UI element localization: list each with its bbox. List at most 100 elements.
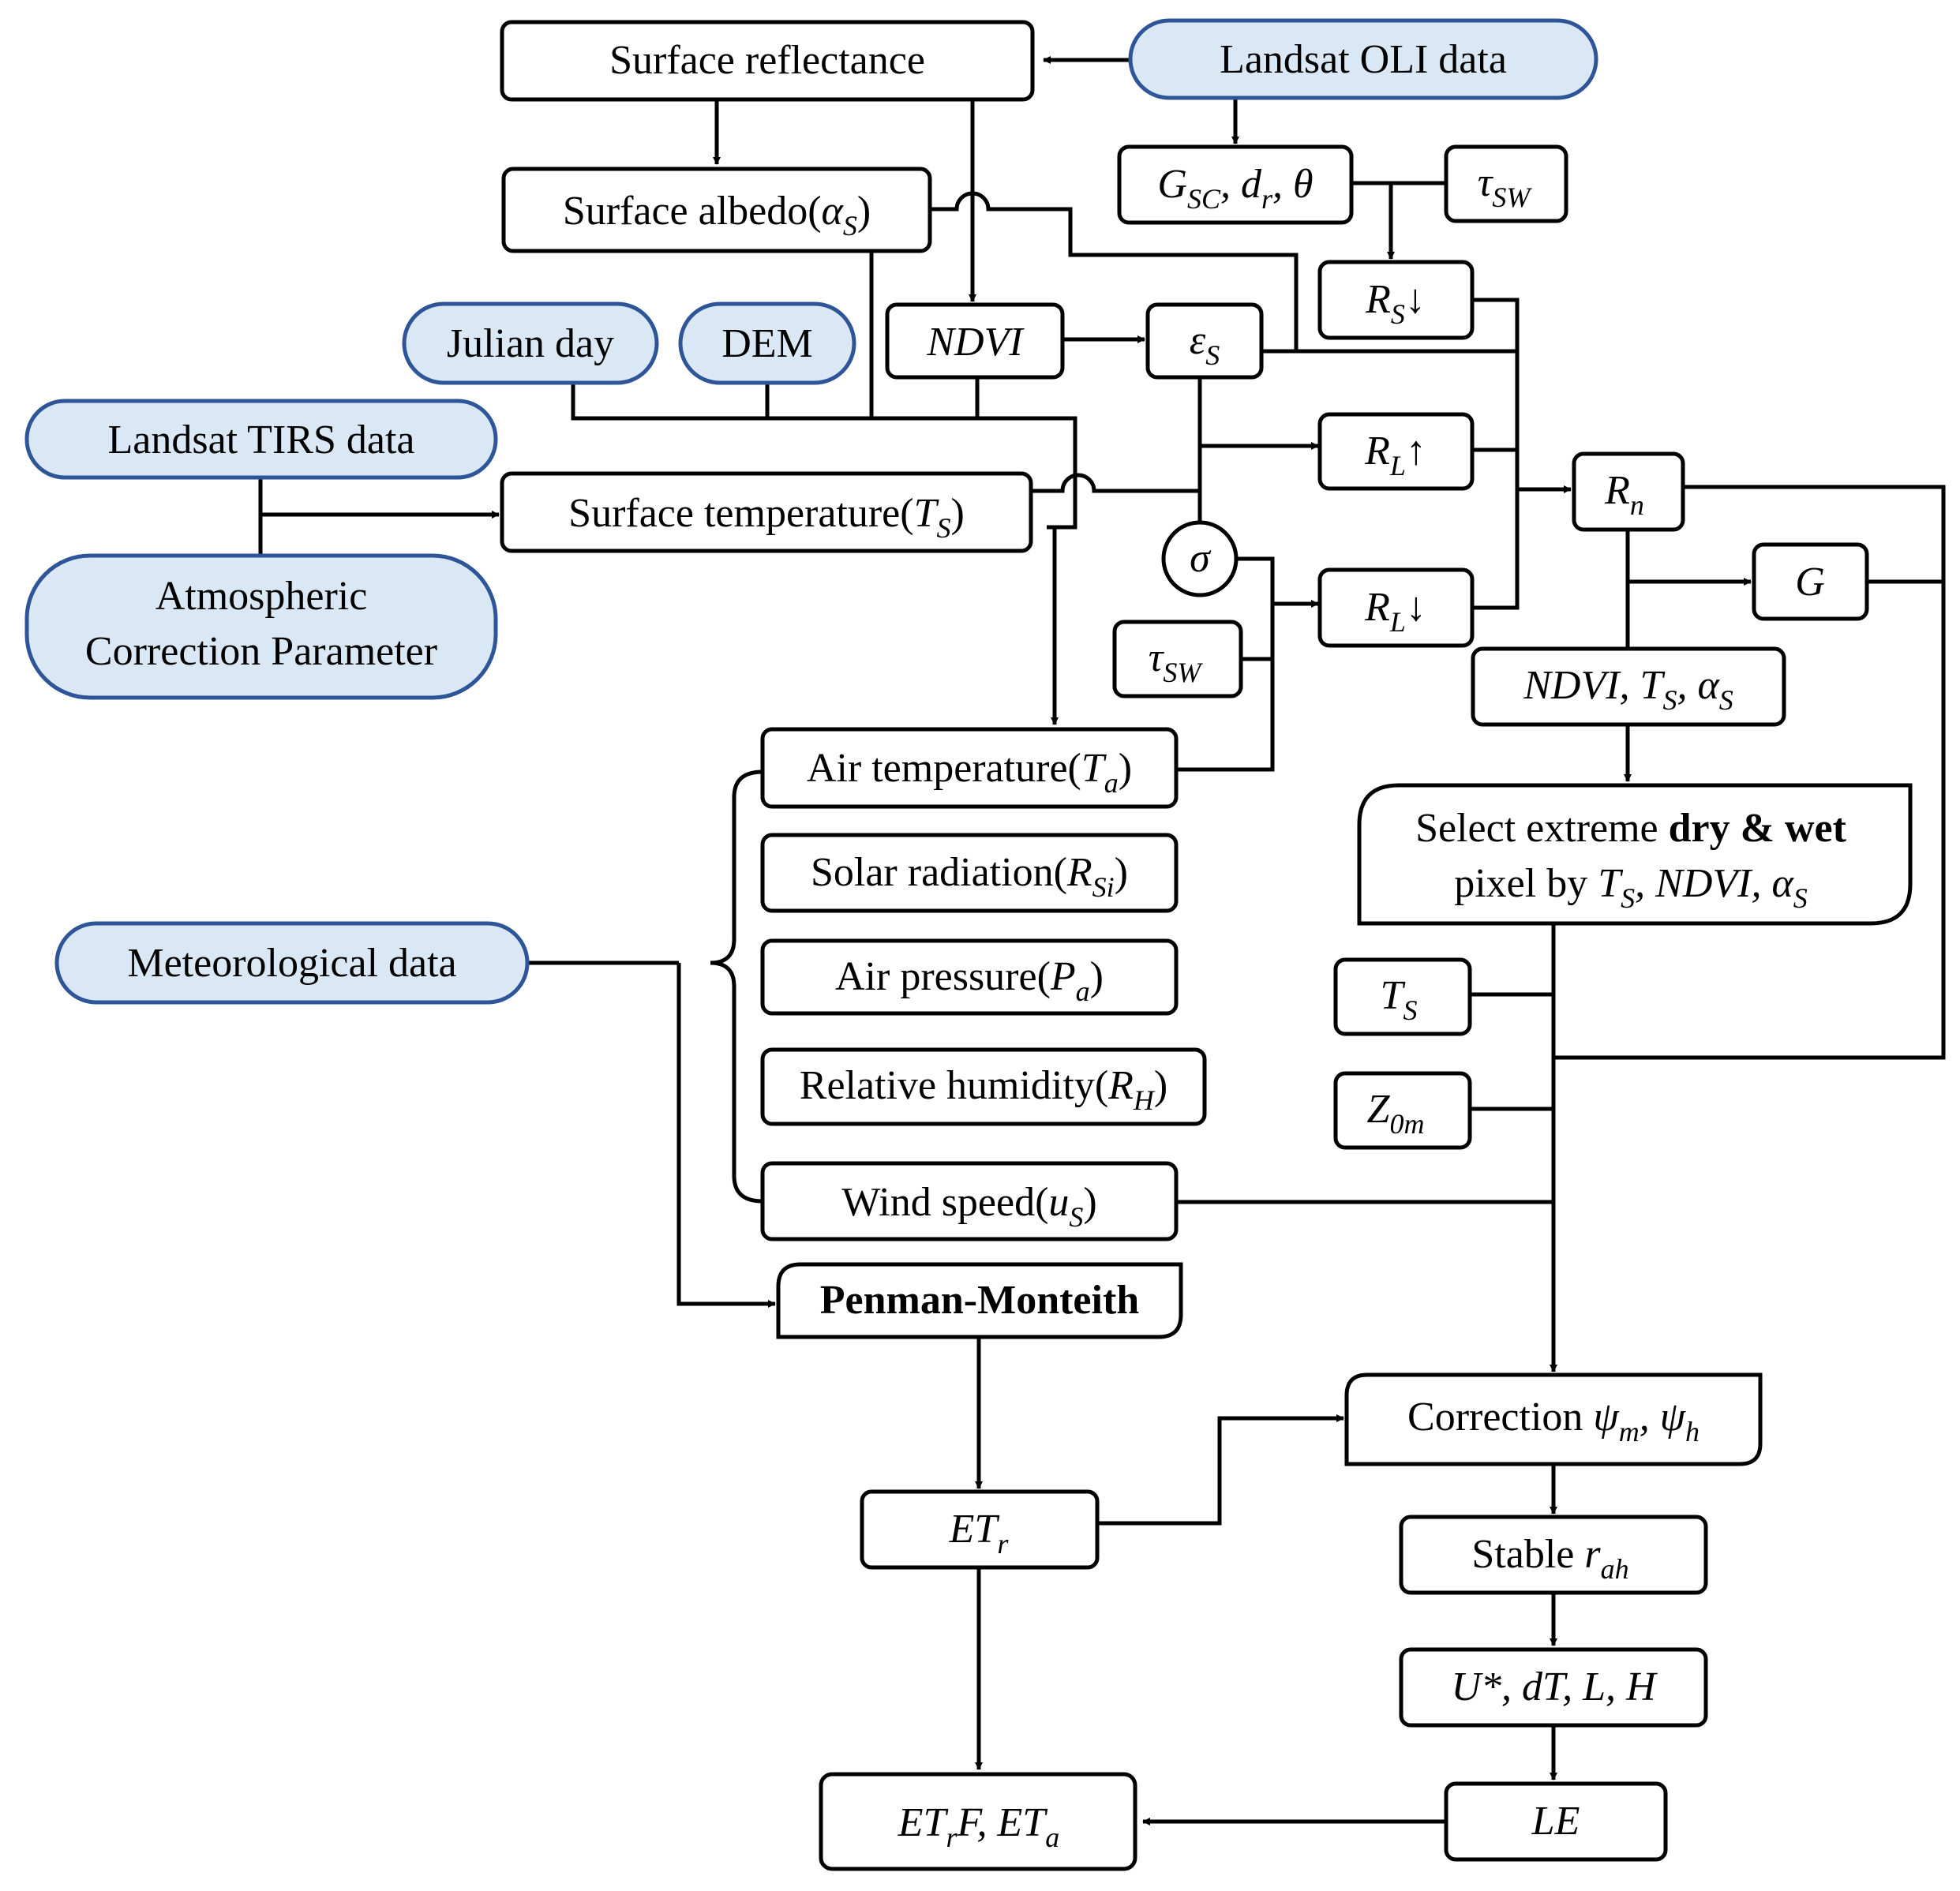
node-landsat-tirs: Landsat TIRS data	[24, 399, 498, 480]
node-rs-down: RS↓	[1317, 260, 1475, 340]
ndvi-label: NDVI	[926, 320, 1025, 365]
svg-text:Stable rah: Stable rah	[1471, 1532, 1628, 1585]
select-line2-sub1: S	[1621, 882, 1635, 914]
g-label: G	[1795, 560, 1825, 605]
surface-albedo-close: )	[857, 189, 871, 234]
correction-sub2: h	[1685, 1416, 1700, 1447]
select-line2-a: pixel by	[1454, 861, 1598, 906]
rs-down-symbol: R	[1365, 277, 1391, 322]
emissivity-subscript: S	[1205, 339, 1220, 371]
correction-shape	[1344, 1372, 1763, 1466]
rl-down-subscript: L	[1389, 606, 1406, 638]
node-tau-sw-mid: τSW	[1112, 620, 1243, 698]
rl-down-symbol: R	[1364, 585, 1390, 630]
node-ustar: U*, dT, L, H	[1399, 1647, 1708, 1728]
svg-text:Solar radiation(RSi): Solar radiation(RSi)	[811, 850, 1128, 903]
ndvi-ts-alpha-sub2: S	[1719, 684, 1733, 716]
stable-r: r	[1584, 1532, 1601, 1577]
node-solar-radiation: Solar radiation(RSi)	[760, 833, 1179, 913]
wind-speed-subscript: S	[1069, 1201, 1083, 1233]
node-tau-sw-top: τSW	[1444, 144, 1568, 223]
line-albedo-to-rn	[930, 191, 1299, 351]
line-rn-right	[1553, 485, 1946, 1060]
penman-shape	[776, 1262, 1183, 1339]
correction-b: , ψ	[1640, 1395, 1687, 1440]
emissivity-symbol: ε	[1190, 318, 1206, 363]
select-line2-t: T	[1598, 861, 1623, 906]
svg-text:Z0m: Z0m	[1367, 1087, 1425, 1140]
etr-subscript: r	[997, 1528, 1009, 1560]
rn-subscript: n	[1630, 489, 1644, 521]
select-shape	[1357, 783, 1913, 926]
node-dem: DEM	[678, 301, 856, 385]
line-sigma-to-rldown	[1178, 556, 1275, 772]
svg-text:Surface albedo(αS): Surface albedo(αS)	[563, 189, 871, 242]
node-gsc-dr-theta: GSC, dr, θ	[1117, 144, 1354, 225]
solar-rad-subscript: Si	[1092, 871, 1115, 903]
surface-albedo-subscript: S	[843, 210, 857, 242]
node-g: G	[1752, 542, 1869, 621]
le-label: LE	[1531, 1799, 1580, 1844]
atm-line2: Correction Parameter	[85, 629, 437, 674]
select-line1-a: Select extreme	[1415, 806, 1669, 851]
rl-up-arrow: ↑	[1406, 429, 1426, 474]
tau2-symbol: τ	[1149, 635, 1165, 680]
air-temp-subscript: a	[1104, 767, 1119, 799]
svg-text:ETr: ETr	[949, 1507, 1010, 1560]
node-ts: TS	[1333, 957, 1472, 1036]
svg-text:Select extreme dry & wet: Select extreme dry & wet	[1415, 806, 1846, 851]
correction-sub1: m	[1619, 1416, 1640, 1447]
dem-label: DEM	[721, 321, 813, 366]
node-emissivity: εS	[1145, 302, 1264, 380]
svg-text:Correction ψm, ψh: Correction ψm, ψh	[1407, 1395, 1700, 1447]
node-wind-speed: Wind speed(uS)	[760, 1161, 1179, 1241]
solar-rad-symbol: R	[1066, 850, 1092, 895]
tau2-subscript: SW	[1163, 657, 1203, 688]
node-z0m: Z0m	[1333, 1071, 1472, 1150]
correction-psi1: ψ	[1593, 1395, 1620, 1440]
gsc-symbol: G	[1157, 162, 1187, 207]
node-surface-temperature: Surface temperature(TS)	[500, 471, 1033, 553]
surface-temp-label: Surface temperature(	[568, 491, 913, 536]
line-rsdown-to-bus	[1472, 298, 1520, 610]
z0m-symbol: Z	[1367, 1087, 1391, 1132]
meteo-label: Meteorological data	[127, 941, 456, 986]
stable-subscript: ah	[1601, 1553, 1629, 1585]
connectors	[258, 56, 1946, 1825]
rn-symbol: R	[1604, 468, 1630, 513]
svg-text:Air temperature(Ta): Air temperature(Ta)	[807, 746, 1132, 799]
select-line2-sub2: S	[1793, 882, 1808, 914]
node-rl-up: RL↑	[1317, 412, 1475, 491]
node-etrf-eta: ETrF, ETa	[819, 1772, 1137, 1871]
etrf-b: F, ET	[956, 1800, 1047, 1845]
wind-speed-label: Wind speed(	[841, 1180, 1048, 1225]
svg-text:Air pressure(Pa): Air pressure(Pa)	[835, 954, 1104, 1007]
surface-albedo-symbol: α	[822, 189, 845, 234]
etrf-a: ET	[898, 1800, 949, 1845]
svg-text:Relative humidity(RH): Relative humidity(RH)	[800, 1063, 1167, 1116]
svg-text:pixel by TS, NDVI, αS: pixel by TS, NDVI, αS	[1454, 861, 1808, 914]
node-atmospheric-correction: Atmospheric Correction Parameter	[24, 553, 498, 700]
z0m-subscript: 0m	[1389, 1108, 1424, 1140]
wind-speed-close: )	[1083, 1180, 1096, 1225]
svg-text:Wind speed(uS): Wind speed(uS)	[841, 1180, 1097, 1233]
air-pressure-close: )	[1090, 954, 1104, 999]
svg-text:εS: εS	[1190, 318, 1220, 371]
rel-humidity-subscript: H	[1133, 1084, 1156, 1116]
gsc-dr: , d	[1220, 162, 1262, 207]
etrf-sub1: r	[946, 1822, 958, 1853]
air-temp-close: )	[1119, 746, 1132, 791]
gsc-theta: , θ	[1272, 162, 1314, 207]
surface-temp-subscript: S	[937, 512, 951, 544]
node-rl-down: RL↓	[1317, 567, 1475, 648]
node-etr: ETr	[860, 1489, 1100, 1570]
surface-reflectance-label: Surface reflectance	[609, 38, 925, 83]
line-surface-temp-to-sigma	[1031, 473, 1200, 493]
solar-rad-close: )	[1115, 850, 1128, 895]
air-pressure-symbol: P	[1050, 954, 1076, 999]
node-air-pressure: Air pressure(Pa)	[760, 938, 1179, 1016]
node-julian-day: Julian day	[402, 301, 659, 385]
rl-up-symbol: R	[1364, 429, 1390, 474]
surface-temp-symbol: T	[914, 491, 939, 536]
